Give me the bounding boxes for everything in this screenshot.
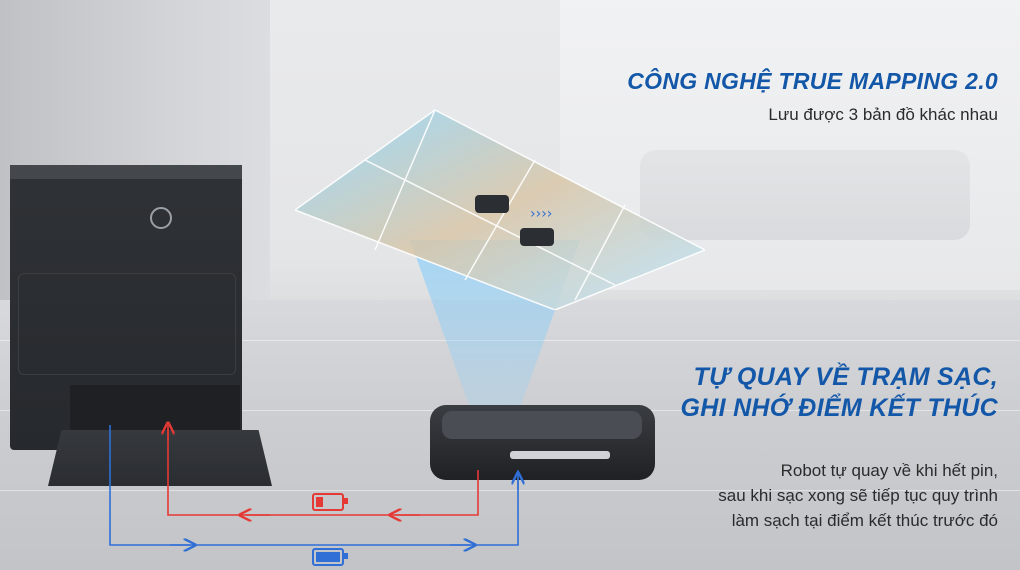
description-line: sau khi sạc xong sẽ tiếp tục quy trình xyxy=(718,486,998,505)
feature-mapping-subtitle: Lưu được 3 bản đồ khác nhau xyxy=(768,105,998,124)
feature-mapping-title: CÔNG NGHỆ TRUE MAPPING 2.0 xyxy=(627,68,998,94)
floor-seam xyxy=(0,490,1020,491)
description-line: Robot tự quay về khi hết pin, xyxy=(780,461,998,480)
robot-top-cover xyxy=(442,411,642,439)
feature-auto-return: TỰ QUAY VỀ TRẠM SẠC, GHI NHỚ ĐIỂM KẾT TH… xyxy=(538,362,998,424)
map-robot-icon xyxy=(520,228,554,246)
map-wall xyxy=(364,159,616,286)
resume-cleaning-path xyxy=(109,425,518,545)
background-sofa xyxy=(640,150,970,240)
feature-mapping: CÔNG NGHỆ TRUE MAPPING 2.0 Lưu được 3 bả… xyxy=(538,66,998,127)
map-wall xyxy=(464,159,536,281)
feature-auto-return-title-2: GHI NHỚ ĐIỂM KẾT THÚC xyxy=(680,394,998,422)
map-wall xyxy=(374,109,436,251)
map-robot-icon xyxy=(475,195,509,213)
return-to-dock-path xyxy=(168,425,479,515)
description-line: làm sạch tại điểm kết thúc trước đó xyxy=(731,511,998,530)
map-wall xyxy=(574,204,626,301)
robot-bumper-light xyxy=(510,451,610,459)
feature-auto-return-title-1: TỰ QUAY VỀ TRẠM SẠC, xyxy=(693,363,998,391)
map-outline xyxy=(294,109,705,310)
floor-map-hologram: ›››› xyxy=(294,109,705,310)
station-top-panel xyxy=(10,165,242,179)
map-direction-arrows: ›››› xyxy=(530,206,552,222)
battery-low-icon xyxy=(312,493,348,511)
battery-full-icon xyxy=(312,548,348,566)
robot-vacuum xyxy=(430,405,655,480)
station-ramp xyxy=(48,430,272,486)
station-door xyxy=(18,273,236,375)
station-logo-icon xyxy=(150,207,172,229)
docking-station xyxy=(10,165,242,455)
feature-auto-return-description: Robot tự quay về khi hết pin, sau khi sạ… xyxy=(538,458,998,533)
